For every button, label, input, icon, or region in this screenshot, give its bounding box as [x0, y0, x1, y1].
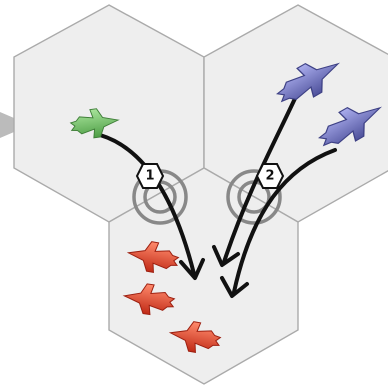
attack-arrow	[98, 133, 205, 280]
badge-label: 2	[265, 169, 274, 184]
badge-label: 1	[145, 169, 154, 184]
attack-badge[interactable]: 1	[135, 163, 165, 189]
attack-badge[interactable]: 2	[255, 163, 285, 189]
attack-arrow	[220, 148, 337, 298]
offboard-arrow-icon	[0, 112, 14, 138]
